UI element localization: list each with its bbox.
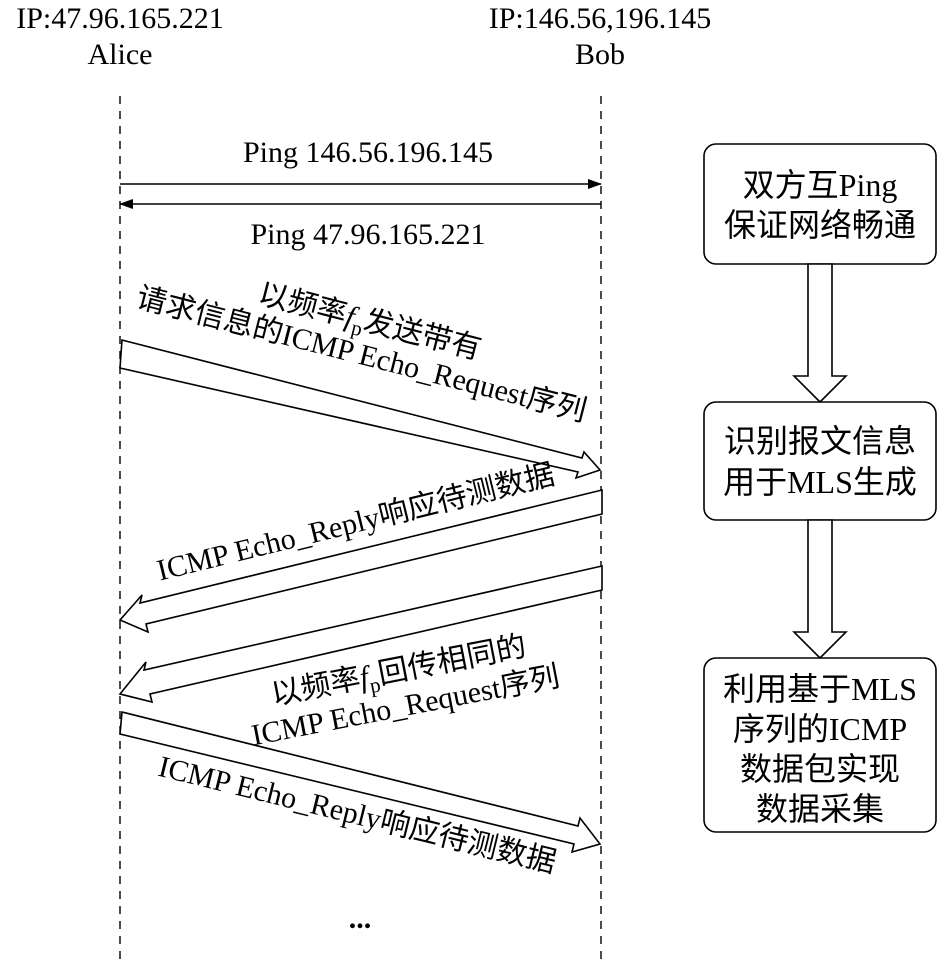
step-box-2: [703, 401, 937, 521]
step-1-line-1: 双方互Ping: [743, 167, 898, 203]
reply2-band-arrow: [119, 710, 602, 854]
bob-ip: IP:146.56,196.145: [489, 2, 712, 35]
ping-to-alice-label: Ping 47.96.165.221: [250, 218, 485, 251]
reply1-band-arrow: [118, 488, 603, 634]
step-3-line-1: 利用基于MLS: [723, 671, 917, 707]
request2-band-arrow: [118, 564, 603, 704]
step-arrow-2: [792, 519, 848, 660]
alice-ip: IP:47.96.165.221: [16, 2, 224, 35]
step-2-line-1: 识别报文信息: [724, 423, 916, 459]
ping-to-bob-label: Ping 146.56.196.145: [243, 136, 493, 169]
step-arrow-1: [792, 263, 848, 404]
alice-name: Alice: [88, 38, 153, 71]
bob-name: Bob: [575, 38, 625, 71]
step-3-line-2: 序列的ICMP: [733, 711, 907, 747]
request2-p: p: [368, 672, 383, 698]
step-box-1: [703, 143, 937, 265]
continuation-ellipsis: ...: [349, 902, 372, 935]
step-3-line-4: 数据采集: [756, 791, 884, 827]
step-box-3: [703, 657, 937, 833]
step-3-line-3: 数据包实现: [740, 751, 900, 787]
step-2-line-2: 用于MLS生成: [723, 464, 917, 500]
request1-label: 以频率fp发送带有 请求信息的ICMP Echo_Request序列: [133, 277, 590, 428]
request1-band-arrow: [119, 338, 602, 480]
step-1-line-2: 保证网络畅通: [724, 207, 916, 243]
